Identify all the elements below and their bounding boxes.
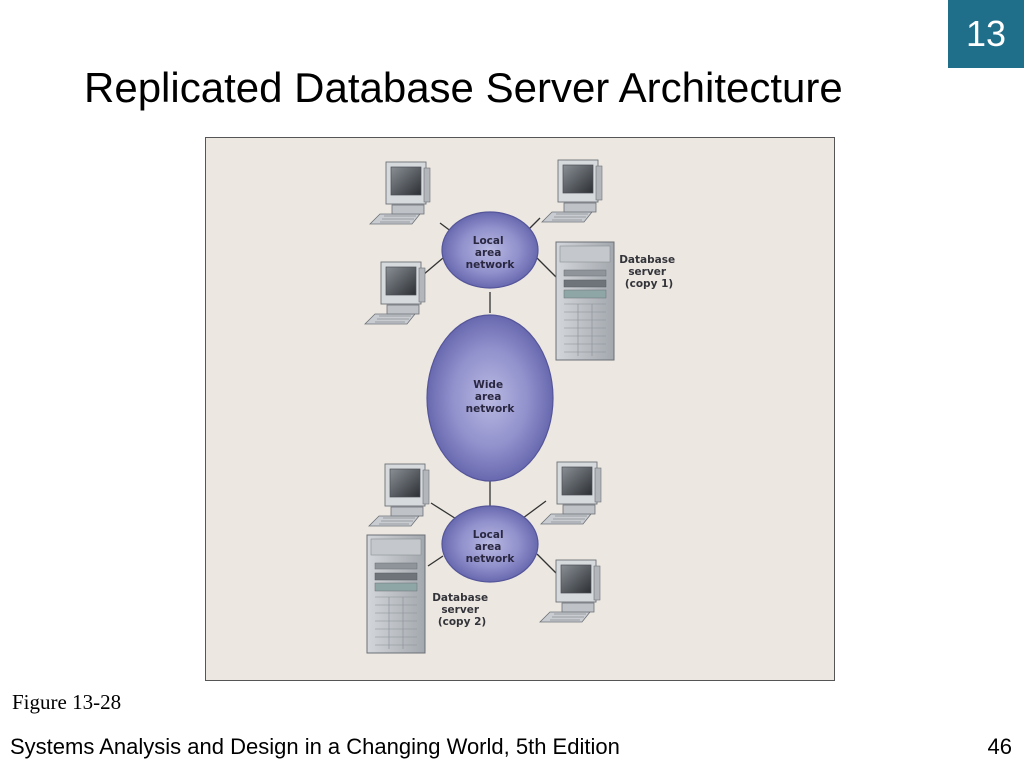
workstation-icon bbox=[540, 461, 602, 525]
page-number: 46 bbox=[987, 734, 1012, 759]
workstation-icon bbox=[364, 261, 426, 325]
lan-top-node bbox=[441, 211, 539, 289]
workstation-icon bbox=[539, 559, 601, 623]
wan-node bbox=[426, 314, 554, 482]
workstation-icon bbox=[369, 161, 431, 225]
slide-title: Replicated Database Server Architecture bbox=[84, 64, 843, 111]
footer-text: Systems Analysis and Design in a Changin… bbox=[10, 734, 620, 759]
lan-bottom-label: Local area network bbox=[466, 529, 516, 565]
figure-frame: Local area network Wide area network Loc… bbox=[205, 137, 835, 681]
chapter-badge: 13 bbox=[948, 0, 1024, 68]
lan-bottom-node bbox=[441, 505, 539, 583]
figure-caption: Figure 13-28 bbox=[12, 690, 122, 714]
wan-label: Wide area network bbox=[466, 379, 516, 415]
workstation-icon bbox=[368, 463, 430, 527]
database-server-icon bbox=[366, 534, 426, 654]
server-copy-1-label: Database server (copy 1) bbox=[619, 254, 679, 290]
server-copy-2-label: Database server (copy 2) bbox=[432, 592, 492, 628]
database-server-icon bbox=[555, 241, 615, 361]
network-diagram: Local area network Wide area network Loc… bbox=[364, 159, 679, 654]
workstation-icon bbox=[541, 159, 603, 223]
lan-top-label: Local area network bbox=[466, 235, 516, 271]
